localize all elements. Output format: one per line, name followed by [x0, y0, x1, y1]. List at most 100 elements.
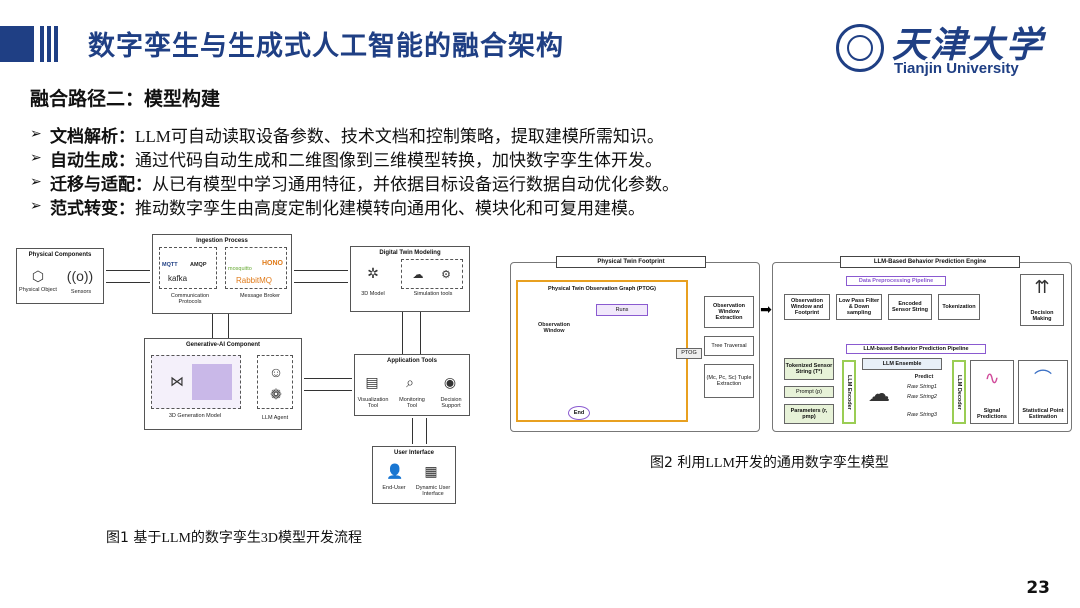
dynamic-ui-label: Dynamic User Interface: [415, 485, 451, 497]
physical-twin-footprint-title: Physical Twin Footprint: [556, 256, 706, 268]
page-number: 23: [1026, 578, 1050, 598]
caption-part: 图2 利用: [650, 455, 706, 471]
bullet-key: 范式转变：: [50, 198, 135, 219]
bullet-text: 从已有模型中学习通用特征，并依据目标设备运行数据自动优化参数。: [152, 174, 679, 194]
bell-curve-icon: ⌒: [1034, 369, 1052, 390]
physical-components-box: Physical Components ⬡ ((o)) Physical Obj…: [16, 248, 104, 304]
figure1-diagram: Physical Components ⬡ ((o)) Physical Obj…: [16, 230, 490, 508]
raw-string-label: Raw String1: [907, 384, 937, 390]
amqp-label: AMQP: [190, 262, 207, 268]
bullet-text: 推动数字孪生由高度定制化建模转向通用化、模块化和可复用建模。: [135, 198, 645, 218]
arrow-bullet-icon: ➢: [30, 150, 42, 166]
bullet-text: 通过代码自动生成和二维图像到三维模型转换，加快数字孪生体开发。: [135, 150, 662, 170]
physical-components-label: Physical Components: [28, 252, 92, 258]
arrow-connector: [412, 418, 413, 444]
bullet-list: ➢ 文档解析： LLM可自动读取设备参数、技术文档和控制策略，提取建模所需知识。…: [30, 122, 830, 219]
tokenization-box: Tokenization: [938, 294, 980, 320]
target-icon: ◉: [443, 373, 457, 390]
monitoring-label: Monitoring Tool: [399, 397, 425, 409]
comm-protocols-label: Communication Protocols: [170, 293, 210, 305]
gen-3d-group: ⋈: [151, 355, 241, 409]
waveform-icon: ∿: [984, 367, 1000, 389]
user-icon: 👤: [386, 462, 404, 479]
arrow-connector: [426, 418, 427, 444]
broker-group: mosquitto HONO RabbitMQ: [225, 247, 287, 289]
arrow-right-icon: ➡: [760, 302, 772, 318]
cube-icon: ⬡: [31, 267, 45, 284]
caption-part: 图1 基于: [106, 530, 162, 546]
bullet-text: LLM可自动读取设备参数、技术文档和控制策略，提取建模所需知识。: [135, 126, 664, 146]
ui-window-icon: ▦: [424, 462, 438, 479]
prompt-box: Prompt (p): [784, 386, 834, 398]
ptog-box: Physical Twin Observation Graph (PTOG): [516, 280, 688, 422]
signal-pred-box: Signal Predictions: [970, 360, 1014, 424]
runs-label: Runs: [596, 304, 648, 316]
arrow-connector: [304, 378, 352, 379]
gen-3d-label: 3D Generation Model: [168, 413, 222, 419]
llm-ensemble-label: LLM Ensemble: [862, 358, 942, 370]
llm-agent-label: LLM Agent: [261, 415, 289, 421]
header-accent-tick: [54, 26, 58, 62]
end-user-label: End-User: [382, 485, 406, 491]
magnifier-icon: ⌕: [406, 373, 414, 390]
generative-ai-box: Generative-AI Component ⋈ ☺ ❁ 3D Generat…: [144, 338, 302, 430]
university-seal-icon: [836, 24, 884, 72]
arrow-bullet-icon: ➢: [30, 126, 42, 142]
decision-label: Decision Support: [440, 397, 462, 409]
arrow-connector: [294, 270, 348, 271]
decision-making-box: Decision Making: [1020, 274, 1064, 326]
model-3d-label: 3D Model: [361, 291, 385, 297]
university-logo-cn: 天津大学: [892, 24, 1045, 66]
end-node: End: [568, 406, 590, 420]
user-interface-label: User Interface: [393, 450, 435, 456]
digital-twin-modeling-box: Digital Twin Modeling ✲ ☁ ⚙ 3D Model Sim…: [350, 246, 470, 312]
decision-making-label: Decision Making: [1030, 309, 1054, 322]
bullet-key: 文档解析：: [50, 126, 135, 147]
caption-part: LLM: [161, 531, 191, 546]
ptog-label: Physical Twin Observation Graph (PTOG): [548, 286, 656, 292]
low-pass-box: Low Pass Filter & Down sampling: [836, 294, 882, 320]
ingestion-process-label: Ingestion Process: [196, 238, 248, 244]
cloud-icon: ☁: [412, 268, 424, 281]
header-accent-tick: [47, 26, 51, 62]
bullet-item: ➢ 迁移与适配： 从已有模型中学习通用特征，并依据目标设备运行数据自动优化参数。: [30, 170, 830, 195]
caption-part: 模型开发流程: [278, 530, 363, 546]
raw-string-label: Raw String2: [907, 394, 937, 400]
stat-est-box: Statistical Point Estimation: [1018, 360, 1068, 424]
signal-pred-label: Signal Predictions: [977, 407, 1007, 420]
caption-part: LLM: [705, 456, 735, 471]
obs-window-label: Observation Window: [537, 322, 571, 334]
application-tools-box: Application Tools ▤ ⌕ ◉ Visualization To…: [354, 354, 470, 416]
bullet-key: 迁移与适配：: [50, 174, 152, 195]
llm-decoder-box: LLM Decoder: [952, 360, 966, 424]
data-pre-label: Data Preprocessing Pipeline: [846, 276, 946, 286]
bullet-item: ➢ 自动生成： 通过代码自动生成和二维图像到三维模型转换，加快数字孪生体开发。: [30, 146, 830, 171]
robot-icon: ☺: [268, 364, 284, 380]
bullet-key: 自动生成：: [50, 150, 135, 171]
arrow-connector: [228, 314, 229, 338]
caption-part: 3D: [260, 531, 279, 546]
gear-icon: ⚙: [441, 268, 451, 281]
neural-net-icon: ⋈: [170, 372, 184, 389]
llm-pipeline-label: LLM-based Behavior Prediction Pipeline: [846, 344, 986, 354]
stat-est-label: Statistical Point Estimation: [1022, 407, 1064, 420]
arrow-connector: [294, 282, 348, 283]
section-subtitle: 融合路径二：模型构建: [30, 88, 221, 110]
arrow-connector: [212, 314, 213, 338]
tuple-extraction-box: (Mc, Pc, Sc) Tuple Extraction: [704, 364, 754, 398]
obs-window-extraction-box: Observation Window Extraction: [704, 296, 754, 328]
brain-icon: ☁: [868, 381, 890, 407]
cube-block: [192, 364, 232, 400]
header-accent-tick: [40, 26, 44, 62]
hono-label: HONO: [262, 260, 283, 267]
tree-traversal-box: Tree Traversal: [704, 336, 754, 356]
caption-part: 开发的通用数字孪生模型: [734, 455, 889, 471]
rabbitmq-label: RabbitMQ: [236, 276, 273, 285]
sensors-label: Sensors: [70, 289, 92, 295]
figure2-caption: 图2 利用LLM开发的通用数字孪生模型: [650, 452, 889, 472]
decision-arrows-icon: ⇈: [1034, 276, 1050, 298]
bullet-item: ➢ 文档解析： LLM可自动读取设备参数、技术文档和控制策略，提取建模所需知识。: [30, 122, 830, 147]
bullet-item: ➢ 范式转变： 推动数字孪生由高度定制化建模转向通用化、模块化和可复用建模。: [30, 194, 830, 219]
message-broker-label: Message Broker: [239, 293, 281, 299]
slide-title: 数字孪生与生成式人工智能的融合架构: [88, 31, 564, 62]
